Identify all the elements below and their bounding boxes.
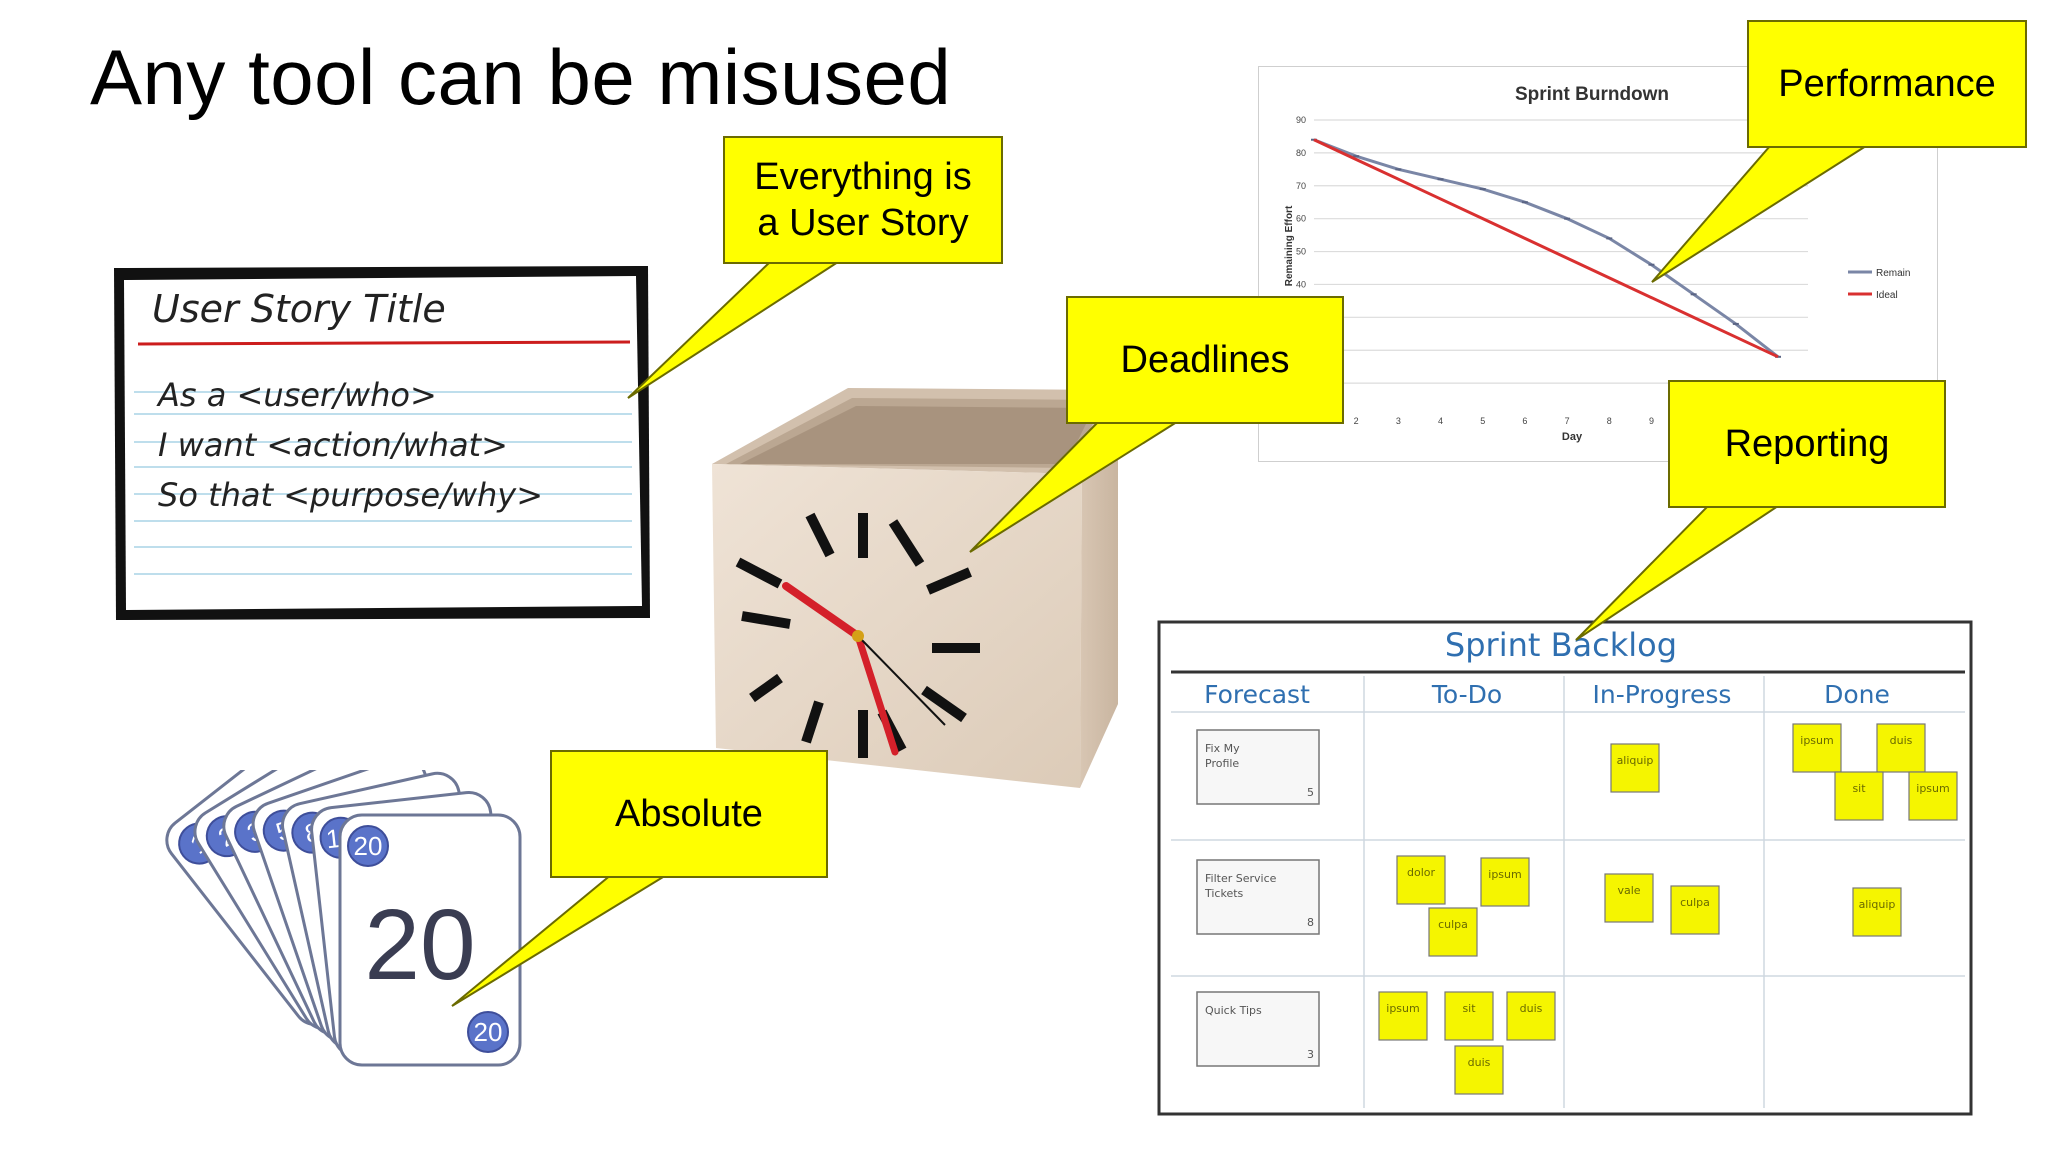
sticky-note: sit <box>1834 771 1884 821</box>
y-tick-label: 80 <box>1296 148 1306 158</box>
y-tick-label: 40 <box>1296 279 1306 289</box>
planning-poker-cards: 12358132020 20 <box>165 770 522 1067</box>
story-points: 5 <box>1307 786 1314 799</box>
slide-title: Any tool can be misused <box>90 33 952 121</box>
chart-title: Sprint Burndown <box>1515 84 1669 105</box>
card-corner-value: 20 <box>474 1017 503 1047</box>
legend-ideal: Ideal <box>1876 290 1898 301</box>
x-tick-label: 4 <box>1438 416 1443 426</box>
x-tick-label: 6 <box>1522 416 1527 426</box>
callout-absolute-text: Absolute <box>615 792 763 835</box>
story-name: Quick Tips <box>1205 1004 1262 1017</box>
story-card <box>1196 991 1320 1067</box>
sticky-note: vale <box>1604 873 1654 923</box>
column-inprogress: In-Progress <box>1593 680 1732 709</box>
x-tick-label: 3 <box>1396 416 1401 426</box>
sticky-note: ipsum <box>1378 991 1428 1041</box>
card-value: 20 <box>354 831 383 861</box>
sticky-label: ipsum <box>1800 734 1833 747</box>
sticky-label: vale <box>1617 884 1640 897</box>
callout-performance-text: Performance <box>1778 62 1996 105</box>
callout-user-story: Everything is a User Story <box>723 136 1003 264</box>
sticky-note: aliquip <box>1610 743 1660 793</box>
sticky-note: culpa <box>1428 907 1478 957</box>
sticky-note: aliquip <box>1852 887 1902 937</box>
story-card <box>1196 859 1320 935</box>
series-line-ideal <box>1313 138 1779 359</box>
story-card <box>1196 729 1320 805</box>
x-tick-label: 9 <box>1649 416 1654 426</box>
sticky-note: duis <box>1506 991 1556 1041</box>
y-tick-label: 50 <box>1296 247 1306 257</box>
sticky-label: ipsum <box>1916 782 1949 795</box>
column-forecast: Forecast <box>1204 680 1310 709</box>
series-line-remain <box>1313 138 1779 358</box>
story-points: 8 <box>1307 916 1314 929</box>
callout-deadlines: Deadlines <box>1066 296 1344 424</box>
callout-deadlines-text: Deadlines <box>1120 338 1290 381</box>
sticky-label: sit <box>1462 1002 1476 1015</box>
x-tick-label: 7 <box>1565 416 1570 426</box>
sticky-note: dolor <box>1396 855 1446 905</box>
sticky-note: ipsum <box>1908 771 1958 821</box>
callout-performance: Performance <box>1747 20 2027 148</box>
sticky-label: duis <box>1890 734 1913 747</box>
big-card-value: 20 <box>364 889 475 1001</box>
sticky-note: culpa <box>1670 885 1720 935</box>
story-name: Tickets <box>1204 887 1244 900</box>
user-story-card: User Story Title As a <user/who> I want … <box>114 266 650 620</box>
sticky-note: sit <box>1444 991 1494 1041</box>
sticky-label: aliquip <box>1617 754 1654 767</box>
sticky-note: duis <box>1876 723 1926 773</box>
sticky-label: sit <box>1852 782 1866 795</box>
story-card-line: I want <action/what> <box>158 426 508 464</box>
story-name: Filter Service <box>1205 872 1277 885</box>
sticky-label: aliquip <box>1859 898 1896 911</box>
sticky-label: duis <box>1520 1002 1543 1015</box>
column-todo: To-Do <box>1431 680 1502 709</box>
sticky-note: duis <box>1454 1045 1504 1095</box>
story-name: Fix My <box>1205 742 1240 755</box>
y-tick-label: 90 <box>1296 115 1306 125</box>
sticky-label: ipsum <box>1488 868 1521 881</box>
x-tick-label: 2 <box>1354 416 1359 426</box>
chart-xlabel: Day <box>1562 431 1583 443</box>
callout-reporting: Reporting <box>1668 380 1946 508</box>
sticky-label: culpa <box>1438 918 1468 931</box>
callout-reporting-text: Reporting <box>1724 422 1890 465</box>
sticky-label: ipsum <box>1386 1002 1419 1015</box>
sticky-note: ipsum <box>1792 723 1842 773</box>
sticky-label: culpa <box>1680 896 1710 909</box>
sticky-note: ipsum <box>1480 857 1530 907</box>
story-card-line: So that <purpose/why> <box>158 476 543 514</box>
x-tick-label: 5 <box>1480 416 1485 426</box>
y-tick-label: 70 <box>1296 181 1306 191</box>
story-card-title: User Story Title <box>152 287 446 331</box>
sprint-backlog-board: Sprint Backlog Forecast To-Do In-Progres… <box>1157 620 1973 1116</box>
x-tick-label: 8 <box>1607 416 1612 426</box>
callout-user-story-text: Everything is a User Story <box>754 155 972 244</box>
story-card-line: As a <user/who> <box>156 376 437 414</box>
chart-legend: Remain Ideal <box>1848 268 1910 301</box>
chart-ylabel: Remaining Effort <box>1284 205 1295 286</box>
sticky-label: dolor <box>1407 866 1435 879</box>
story-name: Profile <box>1205 757 1239 770</box>
clock-face <box>712 464 1082 788</box>
clock-box-image <box>712 388 1118 788</box>
sticky-label: duis <box>1468 1056 1491 1069</box>
column-done: Done <box>1824 680 1890 709</box>
backlog-title: Sprint Backlog <box>1445 626 1677 664</box>
story-points: 3 <box>1307 1048 1314 1061</box>
legend-remain: Remain <box>1876 268 1910 279</box>
y-tick-label: 60 <box>1296 214 1306 224</box>
callout-absolute: Absolute <box>550 750 828 878</box>
